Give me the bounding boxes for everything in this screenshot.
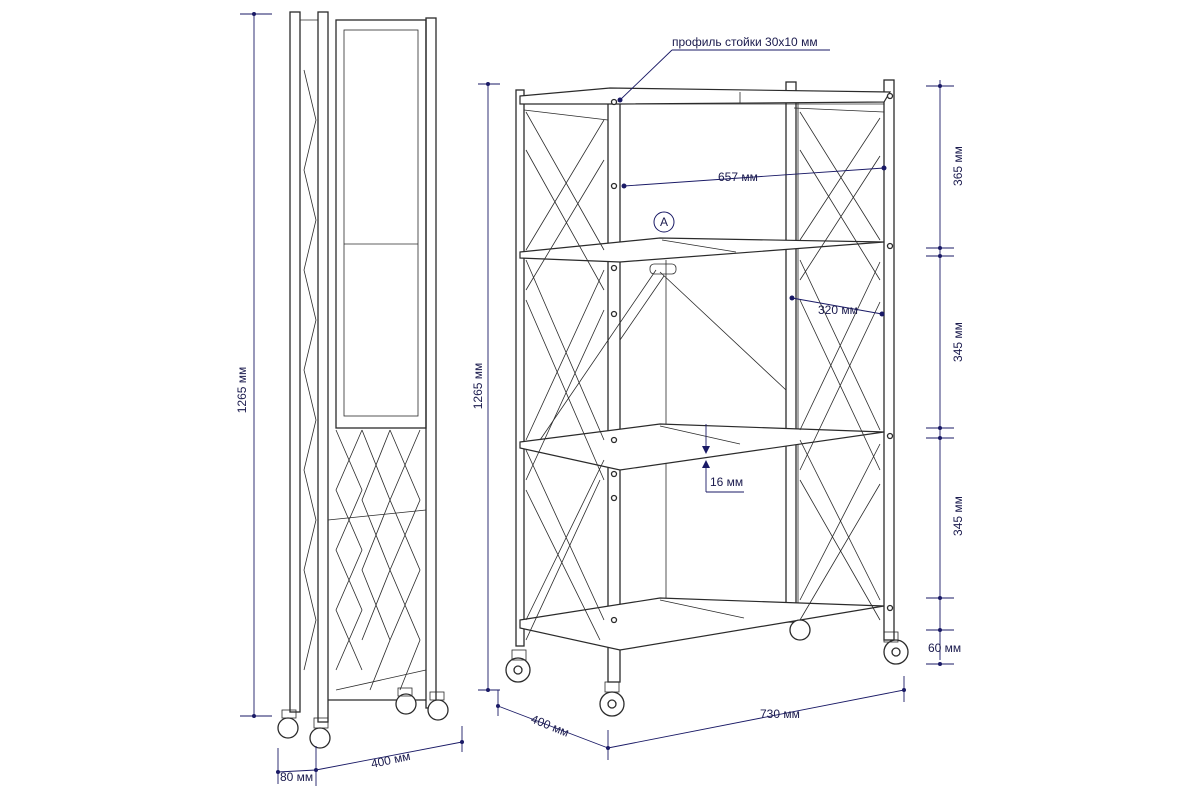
profile-label: профиль стойки 30х10 мм	[672, 35, 818, 49]
folded-post-mid	[317, 11, 329, 723]
shelf-bottom	[519, 597, 885, 651]
front-height-label: 1265 мм	[471, 363, 485, 410]
width-front-label: 730 мм	[760, 707, 800, 721]
shelf-thickness-dimension	[702, 424, 744, 493]
inner-depth-dimension	[789, 295, 885, 317]
inner-depth-label: 320 мм	[818, 303, 858, 317]
folded-depth-label: 400 мм	[370, 749, 412, 771]
front-height-dimension	[478, 82, 500, 692]
folded-post-right	[425, 17, 437, 709]
folded-wheel-1	[277, 717, 299, 739]
folded-bottom-dimensions	[276, 726, 464, 786]
tier3-label: 345 мм	[951, 496, 965, 536]
folded-thickness-label: 80 мм	[280, 770, 313, 784]
post-bolts	[610, 92, 894, 624]
inner-width-label: 657 мм	[718, 170, 758, 184]
folded-height-dimension	[240, 12, 272, 718]
tier1-label: 365 мм	[951, 146, 965, 186]
tier-dimensions	[926, 80, 954, 666]
folded-wheel-4	[427, 699, 449, 721]
shelf-2	[519, 237, 885, 263]
folded-shelf-panel	[335, 19, 427, 429]
folded-height-label: 1265 мм	[235, 367, 249, 414]
front-right-post	[883, 79, 895, 641]
back-right-post	[785, 81, 797, 623]
wheel-back-right	[789, 619, 811, 641]
marker-a: A	[653, 211, 675, 233]
tier2-label: 345 мм	[951, 322, 965, 362]
wheel-height-label: 60 мм	[928, 641, 961, 655]
shelf-3	[519, 423, 885, 471]
inner-width-dimension	[621, 165, 887, 189]
marker-a-label: A	[660, 215, 668, 229]
shelf-top	[519, 87, 892, 105]
shelf-thickness-label: 16 мм	[710, 475, 743, 489]
back-left-post	[515, 89, 525, 647]
folded-rack-view	[277, 11, 449, 749]
assembled-rack-view	[505, 79, 909, 717]
folded-post-left	[289, 11, 301, 713]
depth-front-label: 400 мм	[529, 712, 571, 740]
front-left-post	[607, 91, 621, 683]
folded-wheel-3	[395, 693, 417, 715]
profile-leader	[617, 49, 830, 103]
folded-wheel-2	[309, 727, 331, 749]
bottom-dimensions	[496, 676, 906, 760]
